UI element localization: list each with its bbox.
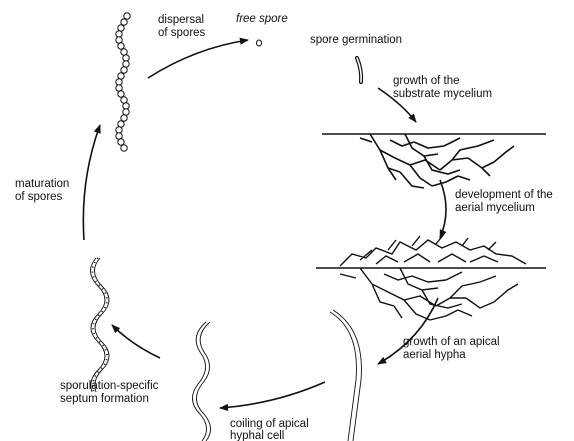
arrow-maturation-to-dispersal: [83, 125, 100, 240]
arrow-dispersal-to-free-spore: [148, 40, 248, 78]
label-septum-2: septum formation: [60, 393, 149, 405]
label-coiling-2: hyphal cell: [230, 430, 284, 441]
septate-coiled-hypha-icon: [90, 258, 109, 392]
free-spore-icon: [257, 40, 262, 46]
label-growth-apical-2: aerial hypha: [403, 349, 466, 361]
arrow-substrate-to-aerial: [440, 180, 446, 238]
label-maturation-1: maturation: [15, 178, 69, 190]
label-dispersal-2: of spores: [158, 27, 206, 39]
arrow-coiling-to-septum: [220, 382, 325, 408]
spore-chain-dispersal-icon: [116, 13, 130, 151]
label-growth-apical-1: growth of an apical: [403, 336, 500, 348]
label-development-aerial-1: development of the: [455, 189, 553, 201]
aerial-mycelium-icon: [316, 234, 546, 320]
label-spore-germination: spore germination: [310, 34, 402, 46]
label-septum-1: sporulation-specific: [60, 380, 159, 392]
coiling-hyphal-cell-icon: [192, 322, 210, 441]
substrate-mycelium-icon: [322, 134, 546, 188]
label-growth-substrate-2: substrate mycelium: [393, 88, 492, 100]
label-growth-substrate-1: growth of the: [393, 75, 459, 87]
arrow-septum-to-apical-loop: [112, 325, 160, 358]
apical-aerial-hypha-icon: [330, 310, 361, 441]
label-coiling-1: coiling of apical: [230, 418, 309, 430]
label-maturation-2: of spores: [15, 191, 63, 203]
label-free-spore: free spore: [236, 13, 288, 25]
label-dispersal-1: dispersal: [158, 14, 204, 26]
label-development-aerial-2: aerial mycelium: [455, 202, 535, 214]
cycle-arrows: [83, 40, 446, 408]
